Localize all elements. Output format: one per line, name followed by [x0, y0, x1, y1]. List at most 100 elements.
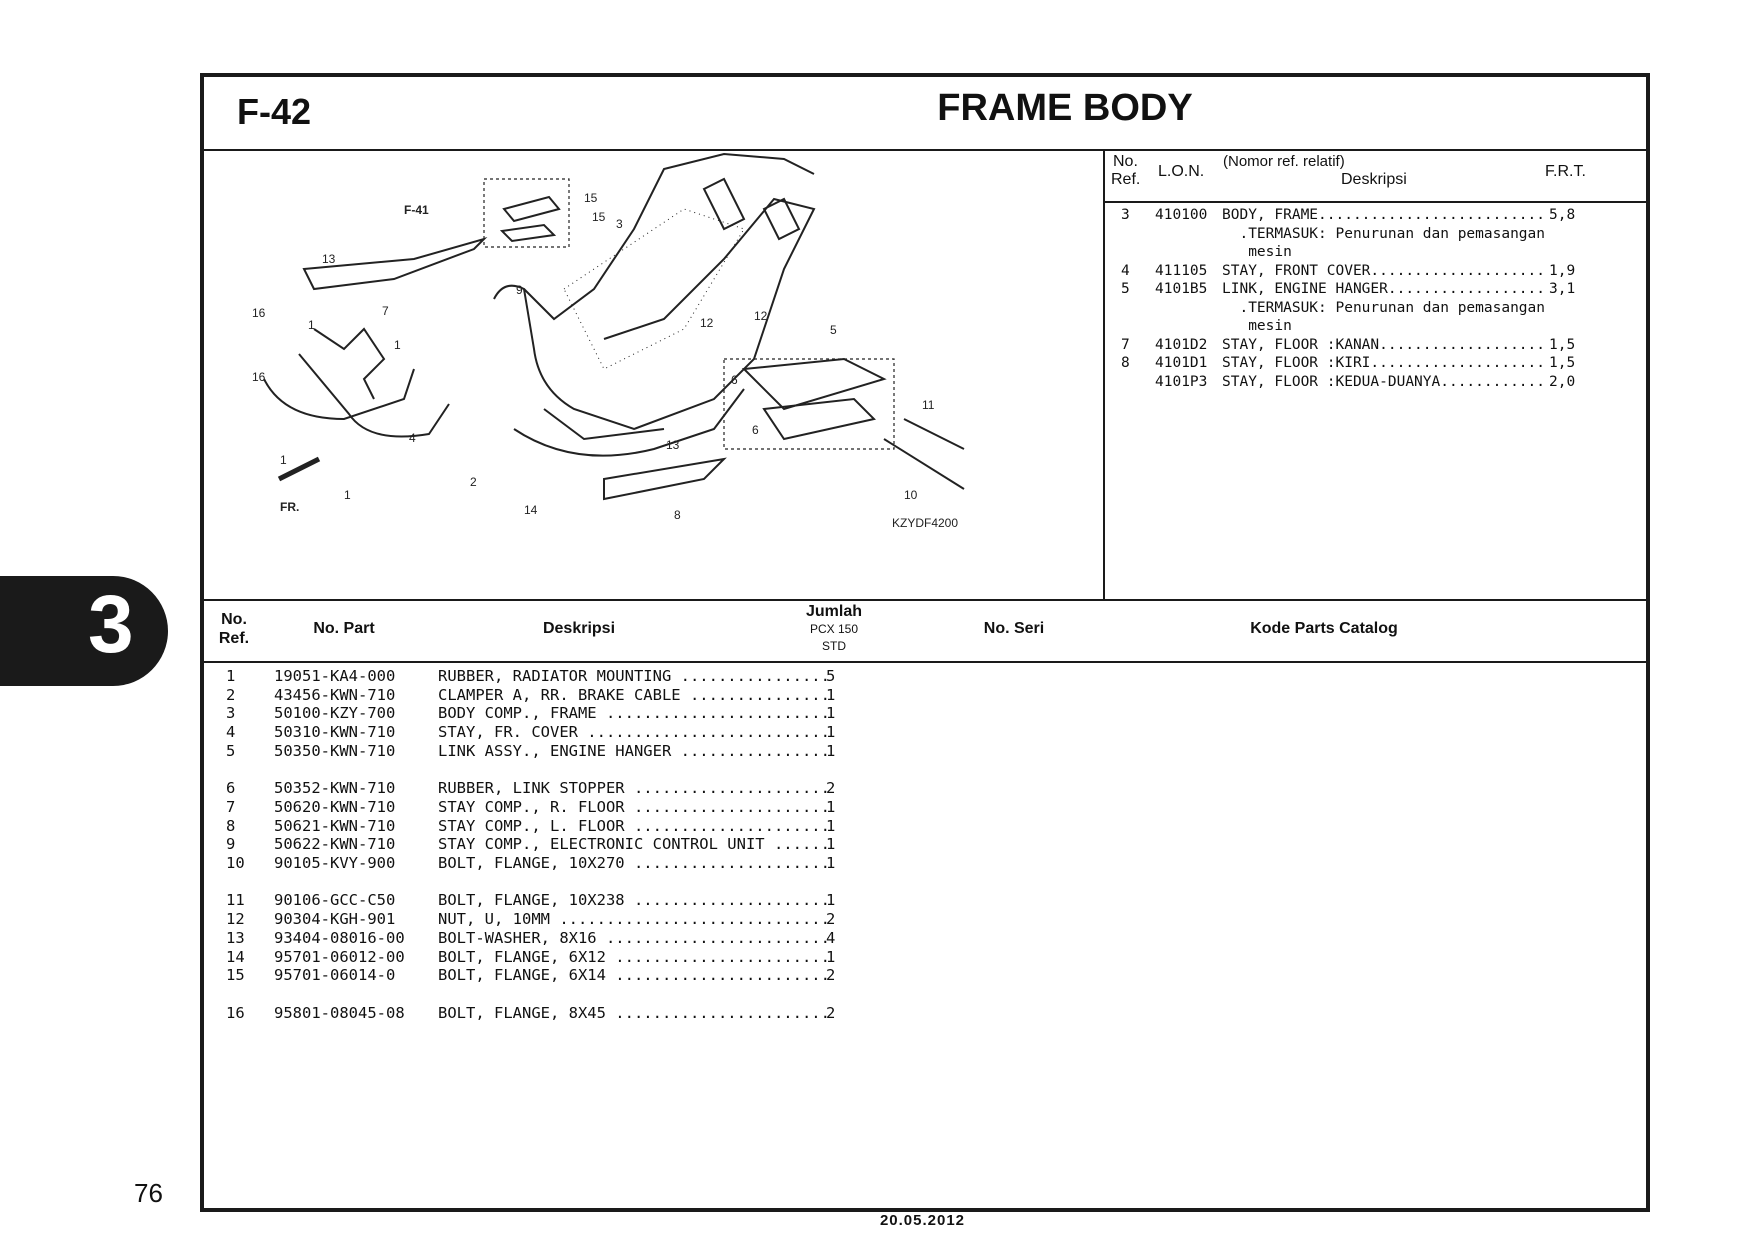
parts-cell-ref: 16 — [226, 1003, 245, 1022]
frt-row-lon: 4101B5 — [1155, 281, 1208, 297]
svg-text:16: 16 — [252, 370, 266, 384]
parts-cell-ref: 4 — [226, 723, 236, 742]
frt-row-lon: 4101P3 — [1155, 373, 1208, 390]
frame-body-diagram: 15 15 3 F-41 13 9 16 7 1 1 16 4 1 12 12 … — [252, 152, 965, 530]
svg-text:F-41: F-41 — [404, 203, 429, 217]
parts-table-row: 5 50350-KWN-710 LINK ASSY., ENGINE HANGER … — [204, 742, 1204, 760]
parts-cell-desc: STAY COMP., ELECTRONIC CONTROL UNIT ....… — [438, 835, 830, 854]
frt-row-frt: 2,0 — [1549, 373, 1576, 390]
frt-row-desc: STAY, FLOOR :KANAN................... — [1222, 336, 1546, 353]
section-code: F-42 — [237, 91, 312, 132]
parts-cell-qty: 1 — [826, 797, 836, 816]
svg-text:8: 8 — [674, 508, 681, 522]
frt-row-desc: LINK, ENGINE HANGER.................. — [1222, 281, 1546, 297]
parts-cell-part: 43456-KWN-710 — [274, 685, 396, 704]
frt-row-frt: 1,5 — [1549, 355, 1576, 371]
page-title: FRAME BODY — [937, 87, 1193, 129]
parts-cell-desc: BODY COMP., FRAME ......................… — [438, 704, 830, 723]
svg-text:10: 10 — [904, 488, 918, 502]
svg-text:13: 13 — [322, 252, 336, 266]
parts-cell-qty: 5 — [826, 667, 836, 685]
parts-cell-part: 50350-KWN-710 — [274, 741, 396, 760]
frt-row-desc: mesin — [1222, 318, 1292, 334]
parts-cell-qty: 1 — [826, 741, 836, 760]
parts-cell-part: 90106-GCC-C50 — [274, 891, 396, 910]
parts-cell-part: 50100-KZY-700 — [274, 704, 396, 723]
frt-row-frt: 3,1 — [1549, 281, 1576, 297]
svg-text:7: 7 — [382, 304, 389, 318]
parts-cell-part: 50352-KWN-710 — [274, 779, 396, 798]
frt-row-desc: STAY, FLOOR :KIRI.................... — [1222, 355, 1546, 371]
parts-cell-part: 50621-KWN-710 — [274, 816, 396, 835]
parts-cell-desc: STAY COMP., R. FLOOR ...................… — [438, 797, 830, 816]
page-header: F-42 FRAME BODY — [204, 77, 1646, 151]
parts-header-ref: Ref. — [218, 630, 250, 647]
svg-text:FR.: FR. — [280, 500, 299, 514]
parts-cell-part: 95701-06014-0 — [274, 966, 396, 985]
frt-row-desc: STAY, FRONT COVER.................... — [1222, 262, 1546, 279]
svg-text:6: 6 — [731, 373, 738, 387]
frt-row-desc: .TERMASUK: Penurunan dan pemasangan — [1222, 225, 1546, 242]
parts-header-model: PCX 150 — [809, 622, 859, 636]
parts-cell-qty: 2 — [826, 966, 836, 985]
frt-row-lon: 410100 — [1155, 207, 1208, 223]
svg-text:14: 14 — [524, 503, 538, 517]
frt-row-ref: 4 — [1121, 262, 1130, 279]
parts-cell-qty: 1 — [826, 891, 836, 910]
page-number: 76 — [134, 1178, 163, 1208]
frt-row-frt: 1,9 — [1549, 262, 1576, 279]
frt-header-lon: L.O.N. — [1158, 163, 1205, 180]
parts-cell-qty: 1 — [826, 854, 836, 872]
svg-text:3: 3 — [616, 217, 623, 231]
parts-cell-ref: 11 — [226, 891, 245, 910]
svg-text:1: 1 — [394, 338, 401, 352]
exploded-diagram: 15 15 3 F-41 13 9 16 7 1 1 16 4 1 12 12 … — [204, 149, 1105, 599]
frt-header-no: No. — [1113, 153, 1138, 170]
parts-header-catalog: Kode Parts Catalog — [1250, 620, 1398, 637]
frt-table-header: No. Ref. L.O.N. (Nomor ref. relatif) Des… — [1105, 149, 1646, 203]
parts-cell-qty: 2 — [826, 1003, 836, 1022]
parts-cell-desc: BOLT, FLANGE, 6X12 .....................… — [438, 947, 830, 966]
parts-cell-ref: 14 — [226, 947, 245, 966]
svg-text:12: 12 — [754, 309, 768, 323]
frt-table: No. Ref. L.O.N. (Nomor ref. relatif) Des… — [1105, 149, 1646, 599]
svg-text:5: 5 — [830, 323, 837, 337]
parts-cell-desc: LINK ASSY., ENGINE HANGER ..............… — [438, 741, 830, 760]
frt-row-frt: 1,5 — [1549, 336, 1576, 353]
parts-cell-part: 90304-KGH-901 — [274, 910, 396, 929]
frt-row-desc: BODY, FRAME.......................... — [1222, 207, 1546, 223]
parts-cell-part: 19051-KA4-000 — [274, 667, 396, 685]
parts-cell-qty: 1 — [826, 816, 836, 835]
parts-cell-qty: 4 — [826, 928, 836, 947]
frt-row-desc: STAY, FLOOR :KEDUA-DUANYA............ — [1222, 373, 1546, 390]
frt-row-desc: mesin — [1222, 244, 1292, 260]
parts-cell-qty: 2 — [826, 779, 836, 798]
svg-text:13: 13 — [666, 438, 680, 452]
parts-cell-part: 50310-KWN-710 — [274, 723, 396, 742]
parts-header-std: STD — [822, 639, 846, 653]
parts-cell-desc: BOLT, FLANGE, 10X270 ...................… — [438, 854, 830, 872]
frt-header-ref: Ref. — [1111, 171, 1141, 188]
frt-row-lon: 4101D1 — [1155, 355, 1208, 371]
parts-cell-ref: 2 — [226, 685, 236, 704]
frt-header-frt: F.R.T. — [1545, 163, 1586, 180]
page-frame: F-42 FRAME BODY — [200, 73, 1650, 1212]
svg-text:16: 16 — [252, 306, 266, 320]
parts-cell-ref: 5 — [226, 741, 236, 760]
parts-cell-qty: 2 — [826, 910, 836, 929]
svg-text:15: 15 — [584, 191, 598, 205]
frt-row-desc: .TERMASUK: Penurunan dan pemasangan — [1222, 299, 1546, 316]
parts-cell-ref: 8 — [226, 816, 236, 835]
parts-cell-part: 50620-KWN-710 — [274, 797, 396, 816]
